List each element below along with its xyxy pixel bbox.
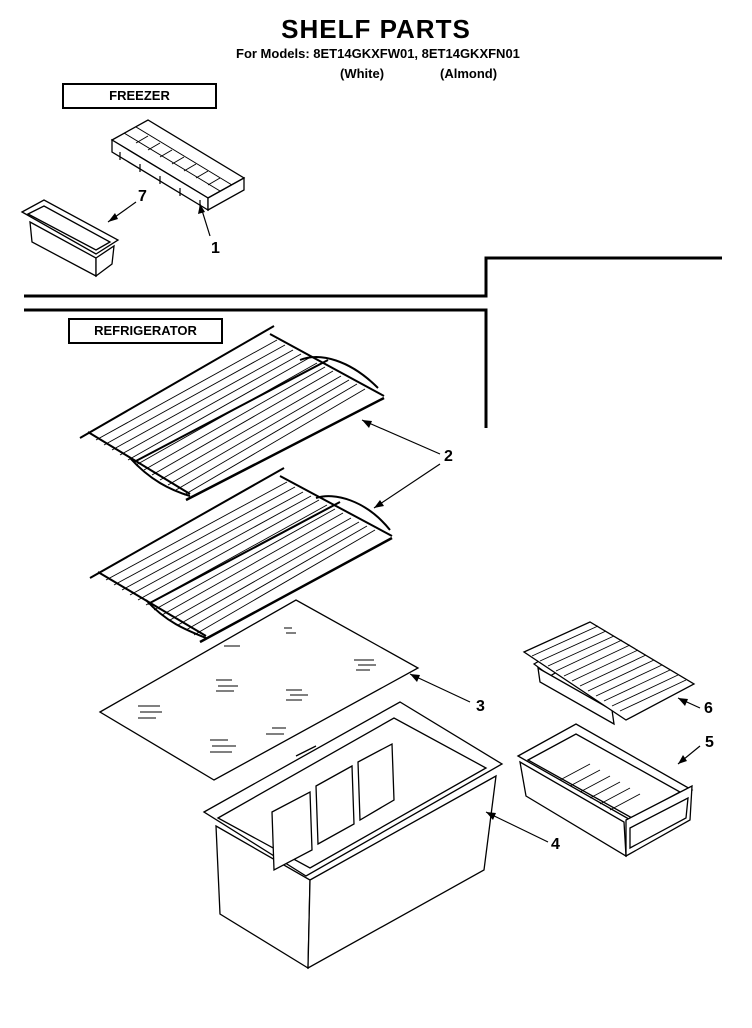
meat-pan [516,723,694,858]
freezer-bin [20,199,120,278]
section-dividers [24,256,722,428]
crisper-bin [202,701,504,970]
callout-1: 1 [211,240,220,257]
wire-shelf-lower [89,467,393,644]
finish-almond: (Almond) [440,66,498,81]
callout-7: 7 [138,188,147,205]
callout-5: 5 [705,734,714,751]
ice-cube-tray [110,119,246,212]
glass-shelf [98,599,420,781]
leader-arrowheads [108,204,688,820]
callout-4: 4 [551,836,560,853]
freezer-label: FREEZER [62,83,217,109]
finish-white: (White) [340,66,385,81]
page-title: SHELF PARTS [281,14,471,44]
callout-6: 6 [704,700,713,717]
callout-3: 3 [476,698,485,715]
refrigerator-label: REFRIGERATOR [68,318,223,344]
models-line: For Models: 8ET14GKXFW01, 8ET14GKXFN01 [236,46,520,61]
small-wire-shelf [522,621,696,726]
wire-shelf-upper [79,325,385,502]
callout-2: 2 [444,448,453,465]
